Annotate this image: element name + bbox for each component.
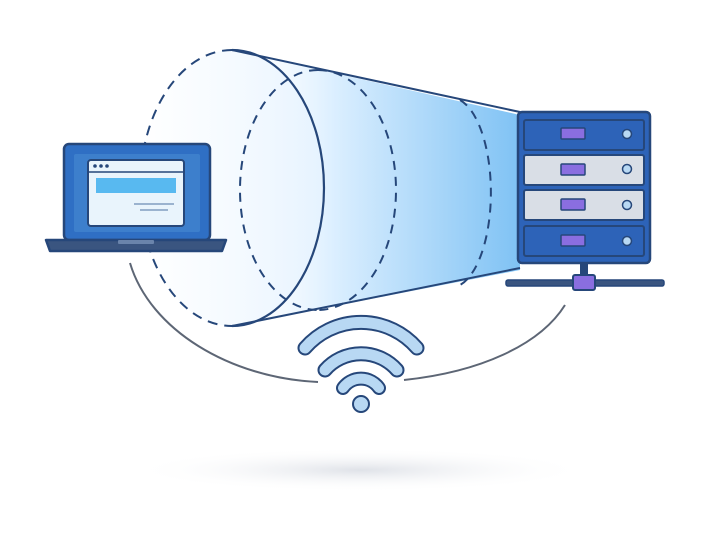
- connection-arc-right: [403, 304, 566, 381]
- server-unit-indicator: [560, 127, 586, 140]
- tunnel-cone: [139, 48, 521, 328]
- connection-arc: [129, 262, 319, 383]
- server-rack-icon: [505, 110, 665, 291]
- network-hub: [572, 274, 596, 291]
- browser-banner: [96, 178, 176, 193]
- laptop-icon: [44, 142, 228, 253]
- wifi-icon: [297, 314, 425, 413]
- server-unit-indicator: [560, 198, 586, 211]
- ground-shadow: [130, 448, 590, 492]
- laptop-base: [44, 238, 228, 253]
- server-unit-indicator: [560, 163, 586, 176]
- server-unit-indicator: [560, 234, 586, 247]
